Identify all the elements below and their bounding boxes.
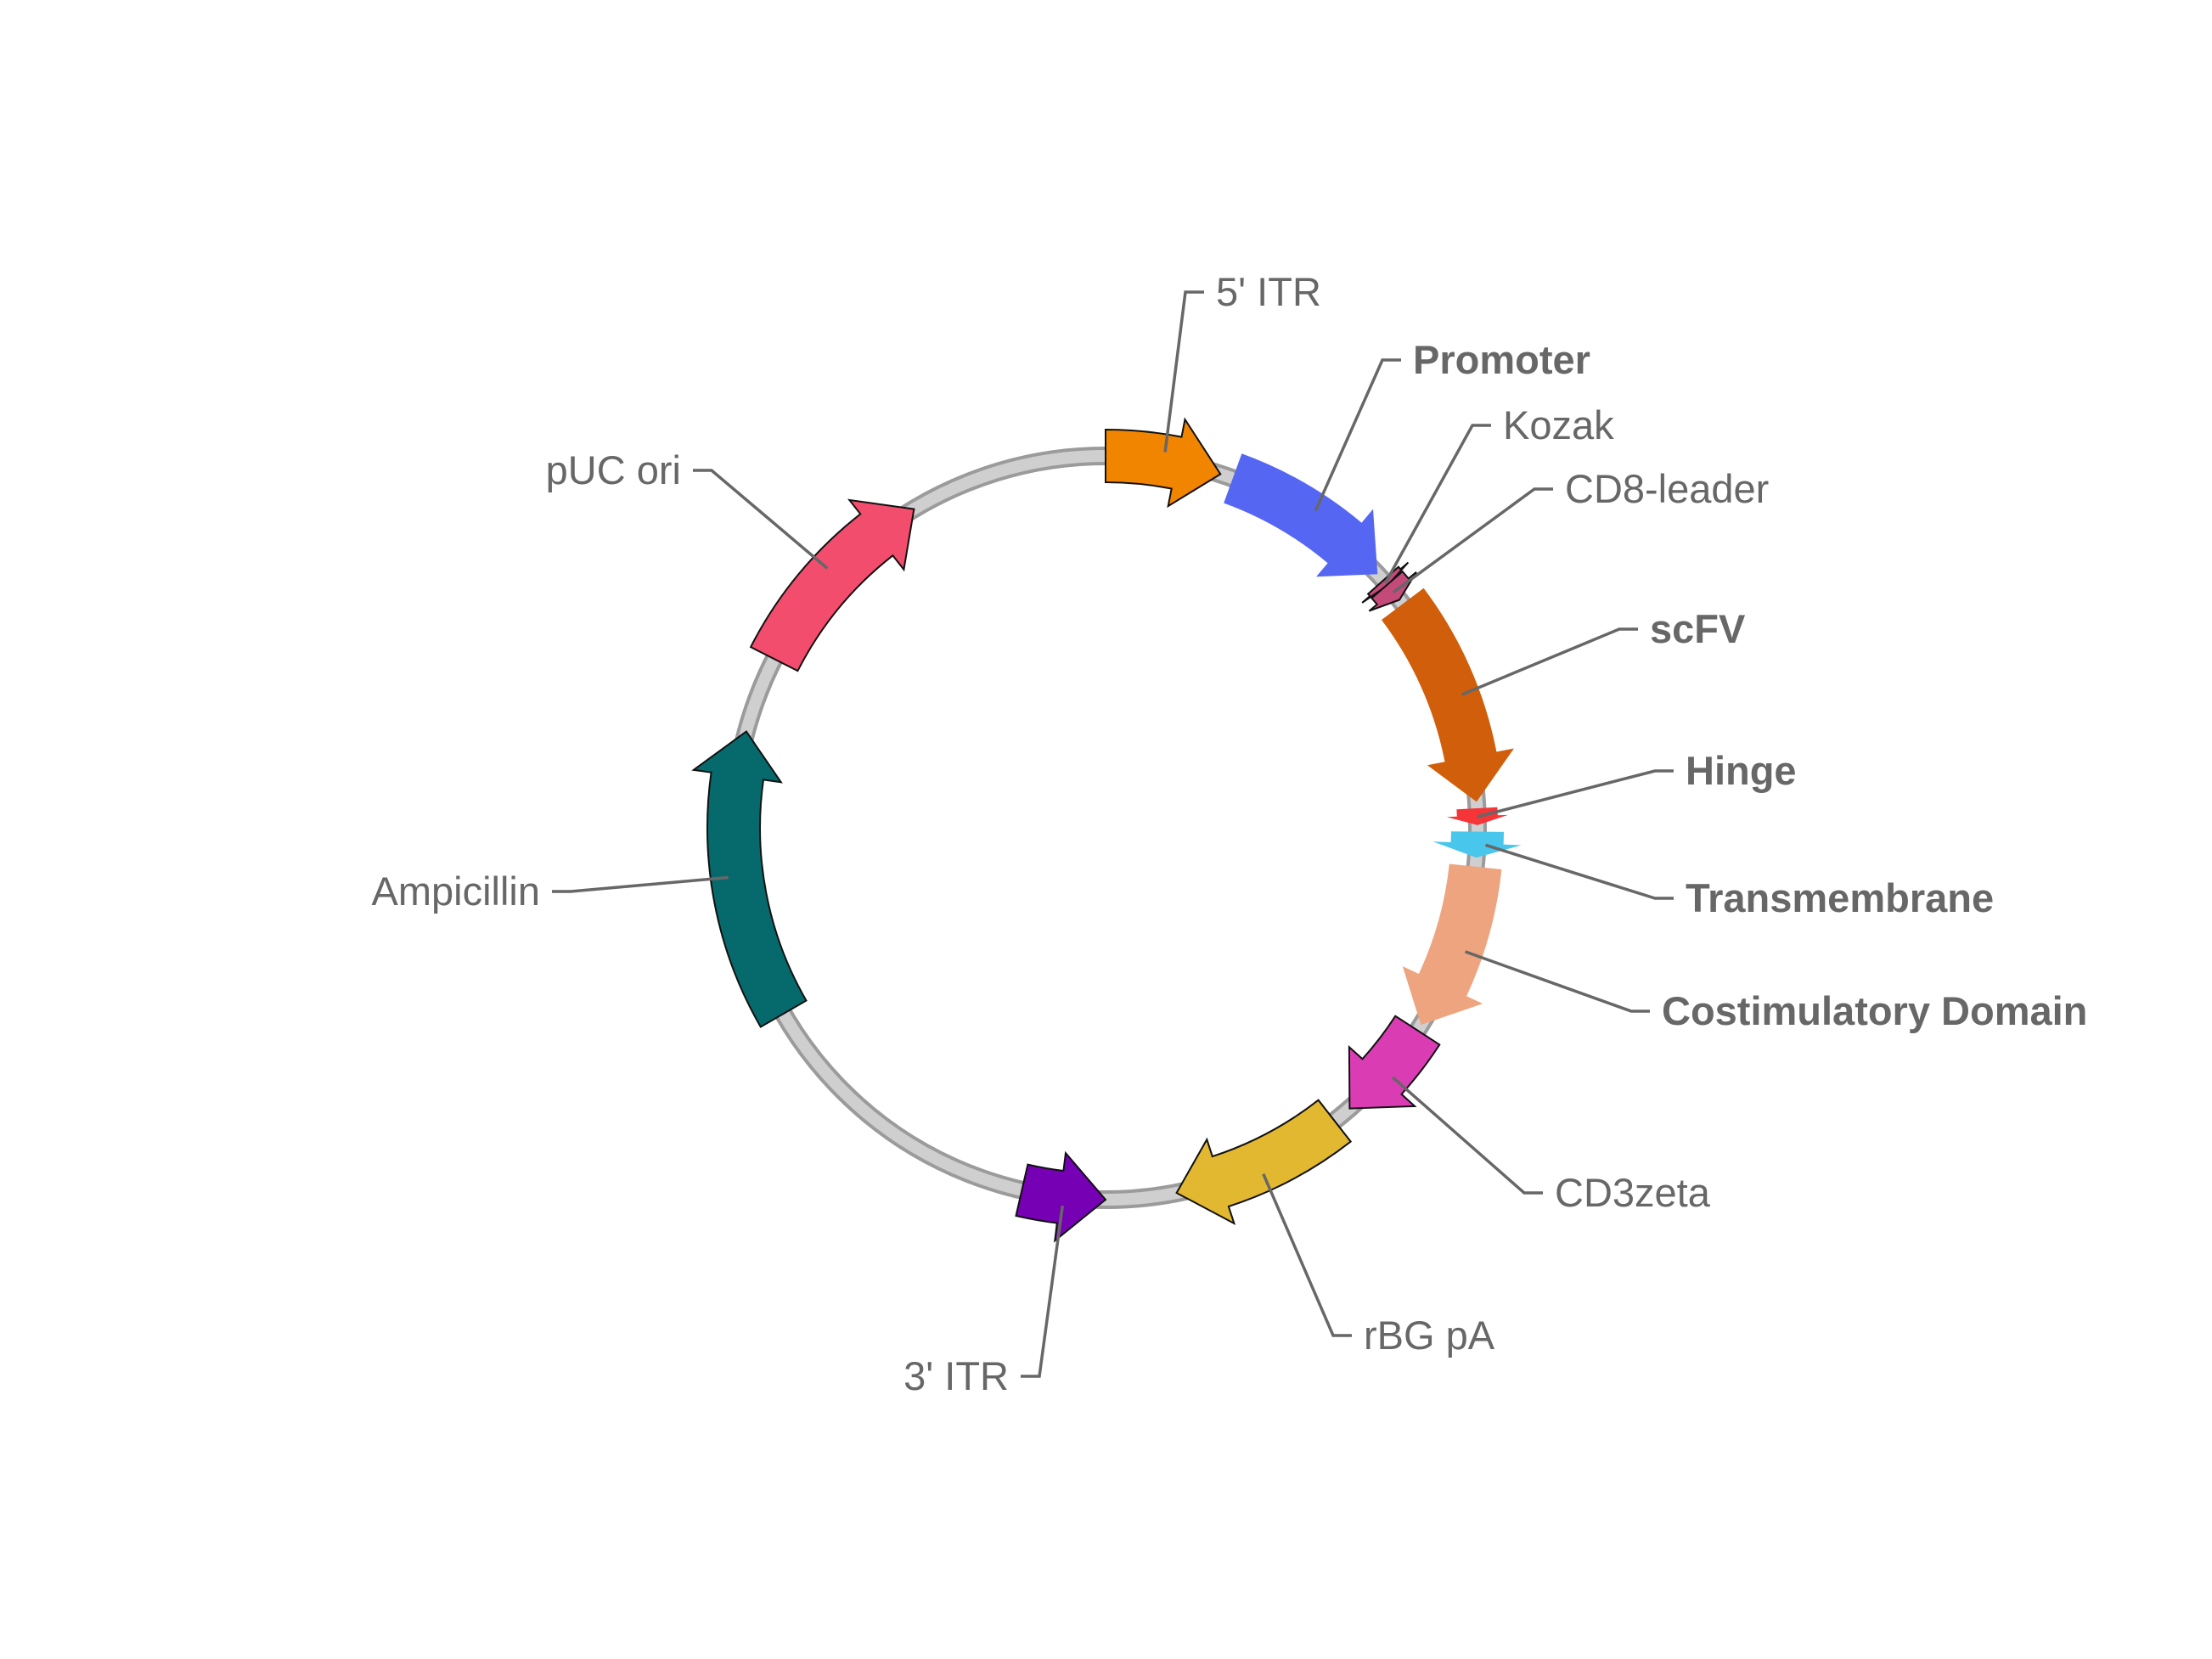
label-puc-ori[interactable]: pUC ori — [546, 447, 681, 492]
feature-arrow-rbg-pa[interactable] — [1175, 1099, 1353, 1226]
leader-line-rbg-pa — [1262, 1173, 1352, 1337]
label-transmembrane[interactable]: Transmembrane — [1686, 875, 1994, 920]
feature-arrow-costimulatory-domain[interactable] — [1402, 863, 1502, 1026]
leader-line-promoter — [1314, 358, 1401, 512]
leader-line-scfv — [1461, 627, 1638, 696]
feature-arrow-ampicillin[interactable] — [691, 730, 808, 1028]
leader-line-kozak — [1384, 424, 1491, 584]
feature-arrow-promoter[interactable] — [1224, 453, 1378, 577]
leader-line-cd8-leader — [1392, 487, 1553, 594]
feature-arrow-cd3zeta[interactable] — [1348, 1015, 1441, 1110]
feature-arrow-transmembrane[interactable] — [1432, 831, 1522, 858]
label-cd3zeta[interactable]: CD3zeta — [1555, 1170, 1711, 1215]
label-3-itr[interactable]: 3' ITR — [903, 1353, 1009, 1398]
label-scfv[interactable]: scFV — [1650, 606, 1746, 651]
leader-line-ampicillin — [552, 875, 729, 893]
labels-layer: 5' ITR Promoter Kozak CD8-leader scFV Hi… — [372, 269, 2088, 1398]
label-hinge[interactable]: Hinge — [1686, 748, 1797, 793]
feature-arrow-3-itr[interactable] — [1015, 1150, 1107, 1243]
feature-arrow-5-itr[interactable] — [1105, 417, 1222, 509]
label-ampicillin[interactable]: Ampicillin — [372, 869, 541, 914]
features-layer — [691, 417, 1522, 1243]
label-promoter[interactable]: Promoter — [1413, 337, 1590, 382]
leader-line-5-itr — [1163, 290, 1204, 453]
label-cd8-leader[interactable]: CD8-leader — [1565, 466, 1769, 511]
leader-line-puc-ori — [693, 469, 829, 570]
leader-line-costimulatory-domain — [1465, 950, 1650, 1013]
leader-line-3-itr — [1021, 1205, 1065, 1378]
leader-lines-layer — [552, 290, 1674, 1378]
feature-arrow-puc-ori[interactable] — [749, 498, 915, 672]
label-5-itr[interactable]: 5' ITR — [1216, 269, 1321, 314]
leader-line-hinge — [1477, 769, 1674, 818]
feature-arrow-scfv[interactable] — [1382, 588, 1514, 802]
leader-line-transmembrane — [1484, 843, 1674, 900]
label-costimulatory-domain[interactable]: Costimulatory Domain — [1662, 988, 2087, 1033]
label-rbg-pa[interactable]: rBG pA — [1364, 1313, 1495, 1358]
leader-line-cd3zeta — [1391, 1076, 1543, 1195]
label-kozak[interactable]: Kozak — [1503, 402, 1614, 447]
